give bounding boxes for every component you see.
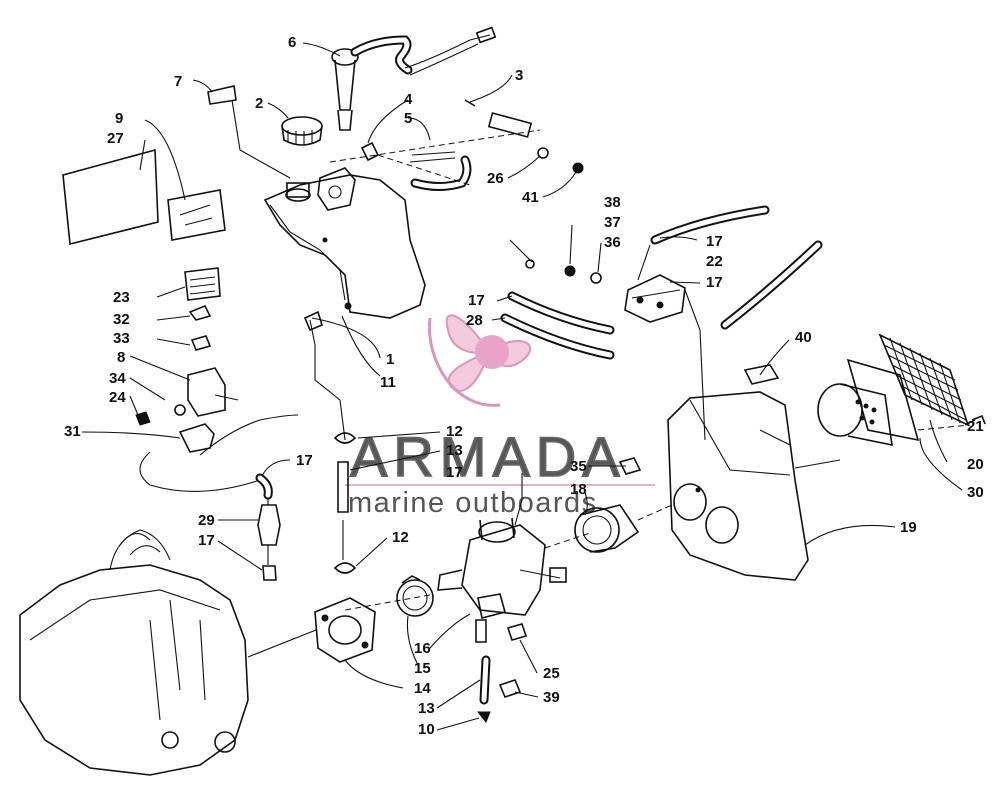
callout-24: 24 (109, 389, 126, 406)
callout-22: 22 (706, 253, 723, 270)
fuel-gauge-sender (331, 26, 497, 131)
callout-36: 36 (604, 234, 621, 251)
callout-3: 3 (515, 67, 523, 84)
callout-30: 30 (967, 484, 984, 501)
callout-labels: 6 2 7 9 27 3 4 5 26 41 23 32 33 8 34 24 … (64, 34, 984, 738)
carb-intake-boot (574, 504, 673, 553)
air-intake-screen (817, 333, 986, 447)
callout-12b: 12 (392, 529, 409, 546)
callout-15: 15 (414, 660, 431, 677)
watermark-brand: ARMADA (350, 425, 626, 488)
callout-9: 9 (115, 110, 123, 127)
callout-40: 40 (795, 329, 812, 346)
callout-32: 32 (113, 311, 130, 328)
primer-assembly (135, 267, 299, 492)
callout-17f: 17 (468, 292, 485, 309)
callout-20: 20 (967, 456, 984, 473)
callout-1: 1 (386, 351, 394, 368)
callout-17b: 17 (296, 452, 313, 469)
callout-7: 7 (174, 73, 182, 90)
callout-14: 14 (414, 680, 431, 697)
air-silencer (618, 364, 841, 581)
callout-38: 38 (604, 194, 621, 211)
callout-31: 31 (64, 423, 81, 440)
decal-7 (207, 85, 237, 105)
callout-35: 35 (570, 458, 587, 475)
watermark-tagline: marine outboards (348, 487, 598, 519)
callout-37: 37 (604, 214, 621, 231)
callout-4: 4 (404, 91, 413, 108)
callout-27: 27 (107, 130, 124, 147)
gas-cap (281, 116, 323, 146)
callout-29: 29 (198, 512, 215, 529)
callout-17d: 17 (706, 233, 723, 250)
callout-41: 41 (522, 189, 539, 206)
callout-11: 11 (380, 374, 396, 391)
fuel-tank (263, 167, 426, 319)
callout-17e: 17 (706, 274, 723, 291)
carb-drain-parts (475, 619, 528, 723)
callout-6: 6 (288, 34, 296, 51)
callout-16: 16 (414, 640, 431, 657)
decal-sheet (62, 148, 226, 246)
callout-34: 34 (109, 370, 126, 387)
callout-39: 39 (543, 689, 560, 706)
intake-flange (314, 575, 434, 663)
engine-block (19, 529, 317, 776)
callout-8: 8 (117, 349, 125, 366)
fuel-pump (500, 205, 823, 441)
callout-26: 26 (487, 170, 504, 187)
vent-fittings (329, 99, 584, 191)
callout-17c: 17 (198, 532, 215, 549)
callout-23: 23 (113, 289, 130, 306)
fuel-line-main (303, 310, 346, 441)
armada-watermark: ARMADA marine outboards (345, 314, 655, 519)
callout-13b: 13 (418, 700, 435, 717)
callout-10: 10 (418, 721, 435, 738)
callout-21: 21 (967, 418, 984, 435)
carburetor (344, 517, 591, 619)
callout-2: 2 (255, 95, 263, 112)
inline-fuel-filter (255, 473, 281, 581)
callout-19: 19 (900, 519, 917, 536)
callout-28: 28 (466, 312, 483, 329)
callout-5: 5 (404, 110, 412, 127)
callout-18: 18 (570, 481, 587, 498)
leader-lines (81, 42, 976, 731)
callout-17a: 17 (446, 464, 463, 481)
callout-25: 25 (543, 665, 560, 682)
callout-12a: 12 (446, 423, 463, 440)
callout-13a: 13 (446, 442, 463, 459)
hose-clamps (333, 432, 357, 574)
propeller-logo-icon (427, 314, 532, 407)
callout-33: 33 (113, 330, 130, 347)
